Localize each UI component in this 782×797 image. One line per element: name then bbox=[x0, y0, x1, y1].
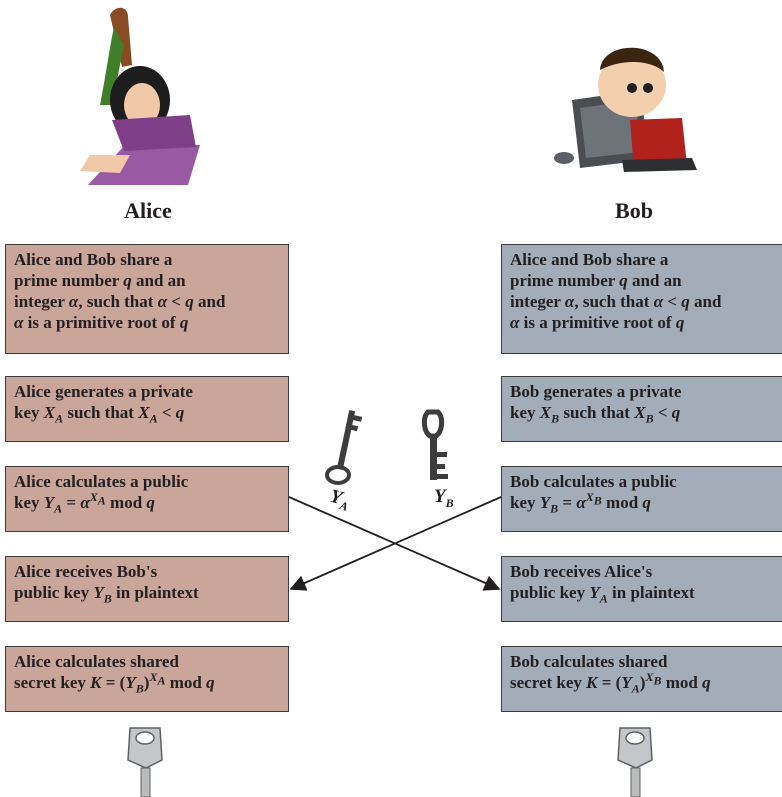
alice-name: Alice bbox=[124, 198, 172, 223]
bob-computer-illustration bbox=[554, 47, 697, 172]
arrow-bob-to-alice bbox=[289, 496, 502, 591]
alice-laptop-illustration bbox=[80, 7, 200, 185]
alice-shared-key-icon bbox=[127, 727, 163, 797]
bob-public-key-icon bbox=[421, 409, 448, 480]
bob-public-key-label: YB bbox=[434, 486, 454, 510]
bob-shared-key-icon bbox=[617, 727, 653, 797]
alice-public-key-icon bbox=[325, 410, 363, 485]
bob-name: Bob bbox=[615, 198, 653, 223]
